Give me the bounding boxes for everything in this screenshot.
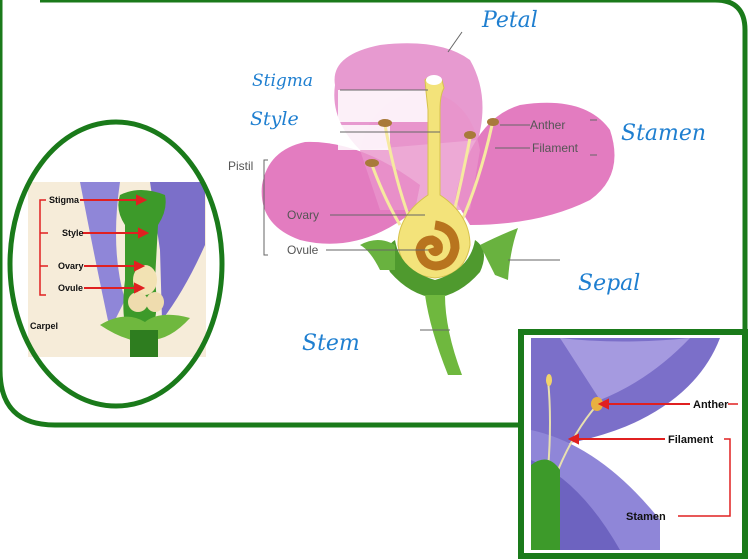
label-stigma: Stigma: [252, 71, 313, 91]
stem: [425, 295, 462, 375]
stamen-inset: Anther Filament Stamen: [531, 338, 741, 550]
stamen-inset-stamen: Stamen: [626, 511, 666, 523]
carpel-ovary: Ovary: [58, 261, 84, 271]
label-filament: Filament: [532, 141, 579, 155]
carpel-ovule: Ovule: [58, 283, 83, 293]
carpel-stigma: Stigma: [49, 195, 80, 205]
label-stamen: Stamen: [621, 121, 706, 146]
carpel-label: Carpel: [30, 321, 58, 331]
label-petal: Petal: [481, 8, 538, 33]
label-stem: Stem: [302, 331, 360, 356]
label-style: Style: [250, 108, 299, 130]
stamen-inset-filament: Filament: [668, 434, 714, 446]
carpel-style: Style: [62, 228, 84, 238]
label-ovule: Ovule: [287, 243, 319, 257]
label-sepal: Sepal: [578, 271, 640, 296]
label-pistil: Pistil: [228, 159, 253, 173]
carpel-inset: Stigma Style Ovary Ovule Carpel: [28, 182, 206, 357]
label-anther: Anther: [530, 118, 565, 132]
stamen-inset-anther: Anther: [693, 399, 729, 411]
label-ovary: Ovary: [287, 208, 319, 222]
